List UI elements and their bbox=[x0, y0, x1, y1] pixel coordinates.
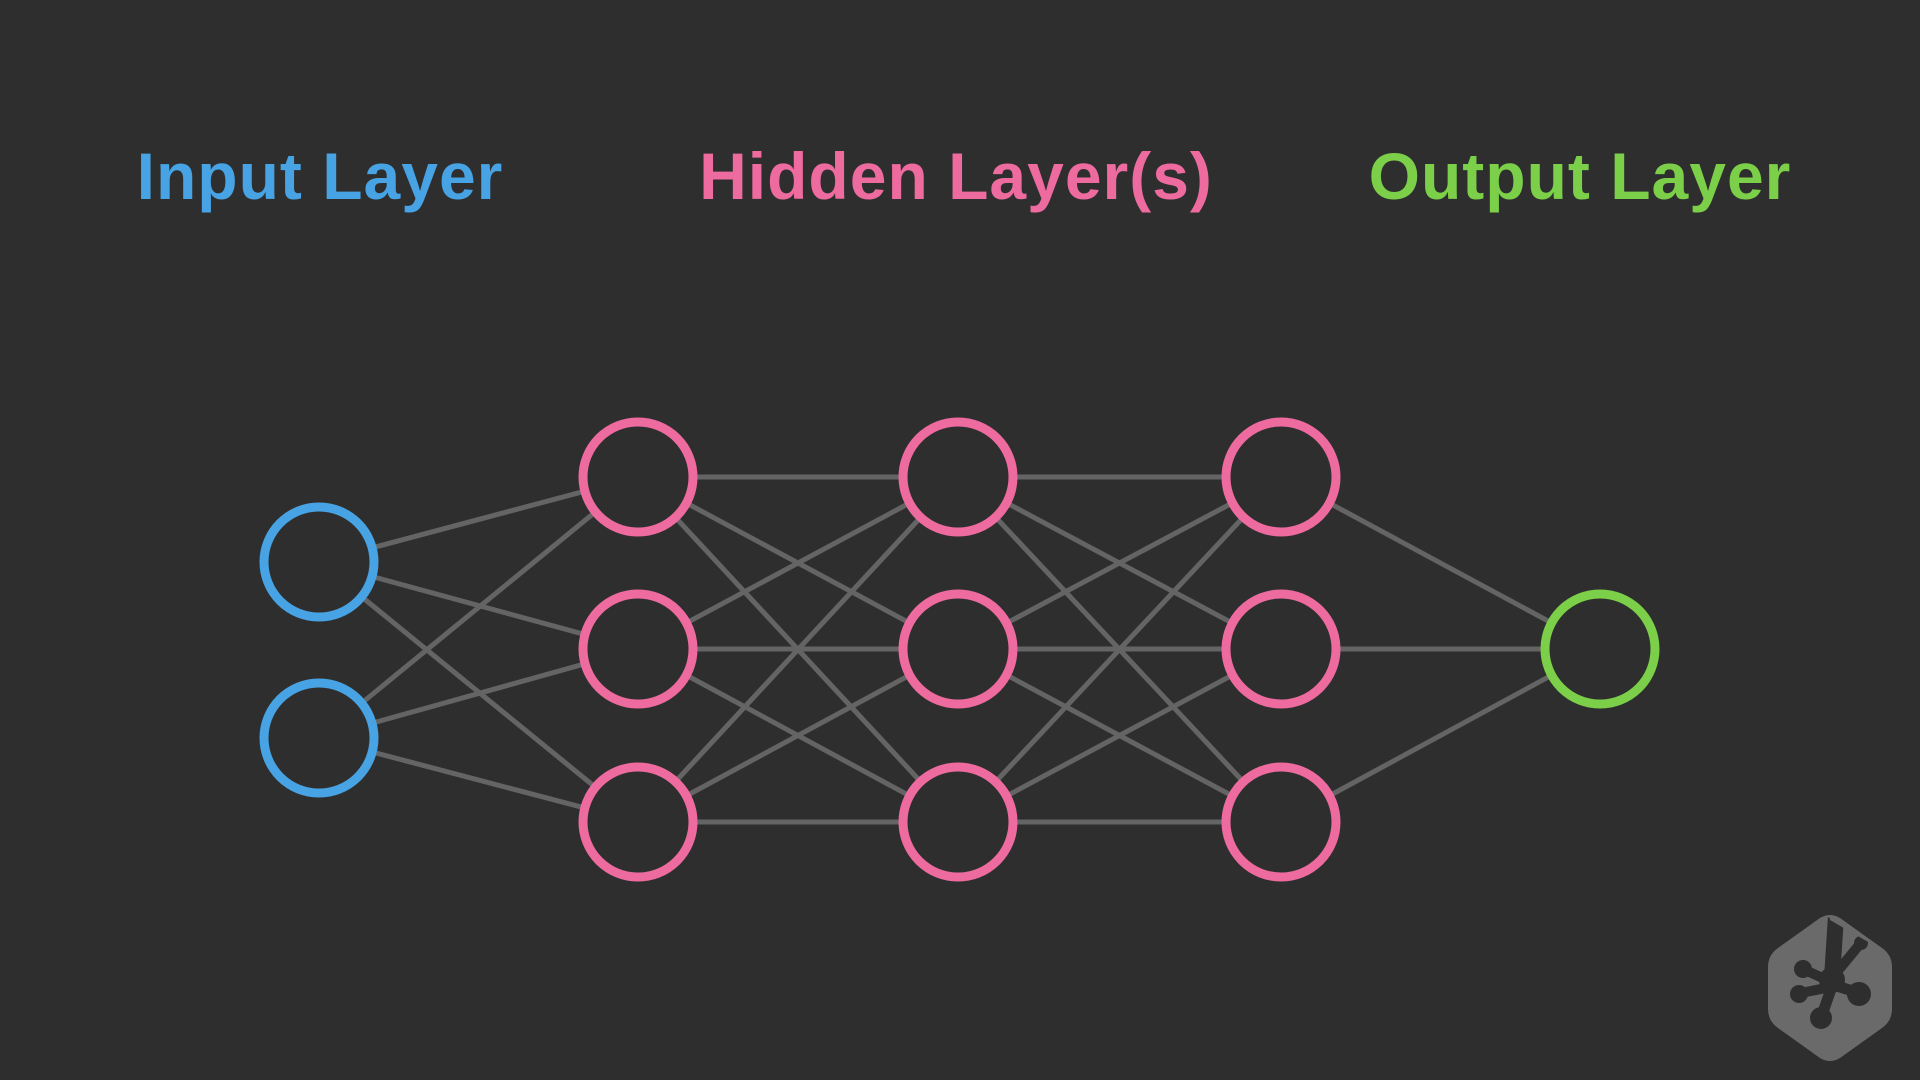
node-output-1 bbox=[1540, 589, 1660, 709]
node-hidden-2-1 bbox=[898, 417, 1018, 537]
output-layer-title: Output Layer bbox=[1368, 139, 1792, 213]
edge-input-to-hidden-1 bbox=[317, 475, 640, 740]
hexagon-frog-foot-logo bbox=[1768, 915, 1892, 1061]
edge-hidden-1-to-hidden-2 bbox=[636, 646, 960, 825]
input-layer-title: Input Layer bbox=[136, 139, 504, 213]
node-hidden-1-1 bbox=[578, 417, 698, 537]
node-hidden-3-3 bbox=[1221, 762, 1341, 882]
edge-hidden-1-to-hidden-2 bbox=[636, 475, 960, 824]
edge-hidden-2-to-hidden-3 bbox=[956, 474, 1283, 652]
hidden-layer-title: Hidden Layer(s) bbox=[699, 139, 1213, 213]
node-hidden-1-2 bbox=[578, 589, 698, 709]
edge-hidden-2-to-hidden-3 bbox=[956, 475, 1283, 824]
node-input-2 bbox=[259, 678, 379, 798]
edge-hidden-1-to-hidden-2 bbox=[636, 474, 960, 652]
node-hidden-2-2 bbox=[898, 589, 1018, 709]
edge-hidden-3-to-output bbox=[1279, 646, 1602, 825]
node-hidden-3-2 bbox=[1221, 589, 1341, 709]
edge-hidden-2-to-hidden-3 bbox=[956, 646, 1283, 825]
node-hidden-3-1 bbox=[1221, 417, 1341, 537]
frog-foot-bulbs bbox=[1790, 936, 1871, 1029]
node-hidden-1-3 bbox=[578, 762, 698, 882]
node-hidden-2-3 bbox=[898, 762, 1018, 882]
edge-hidden-3-to-output bbox=[1279, 474, 1602, 652]
node-input-1 bbox=[259, 502, 379, 622]
